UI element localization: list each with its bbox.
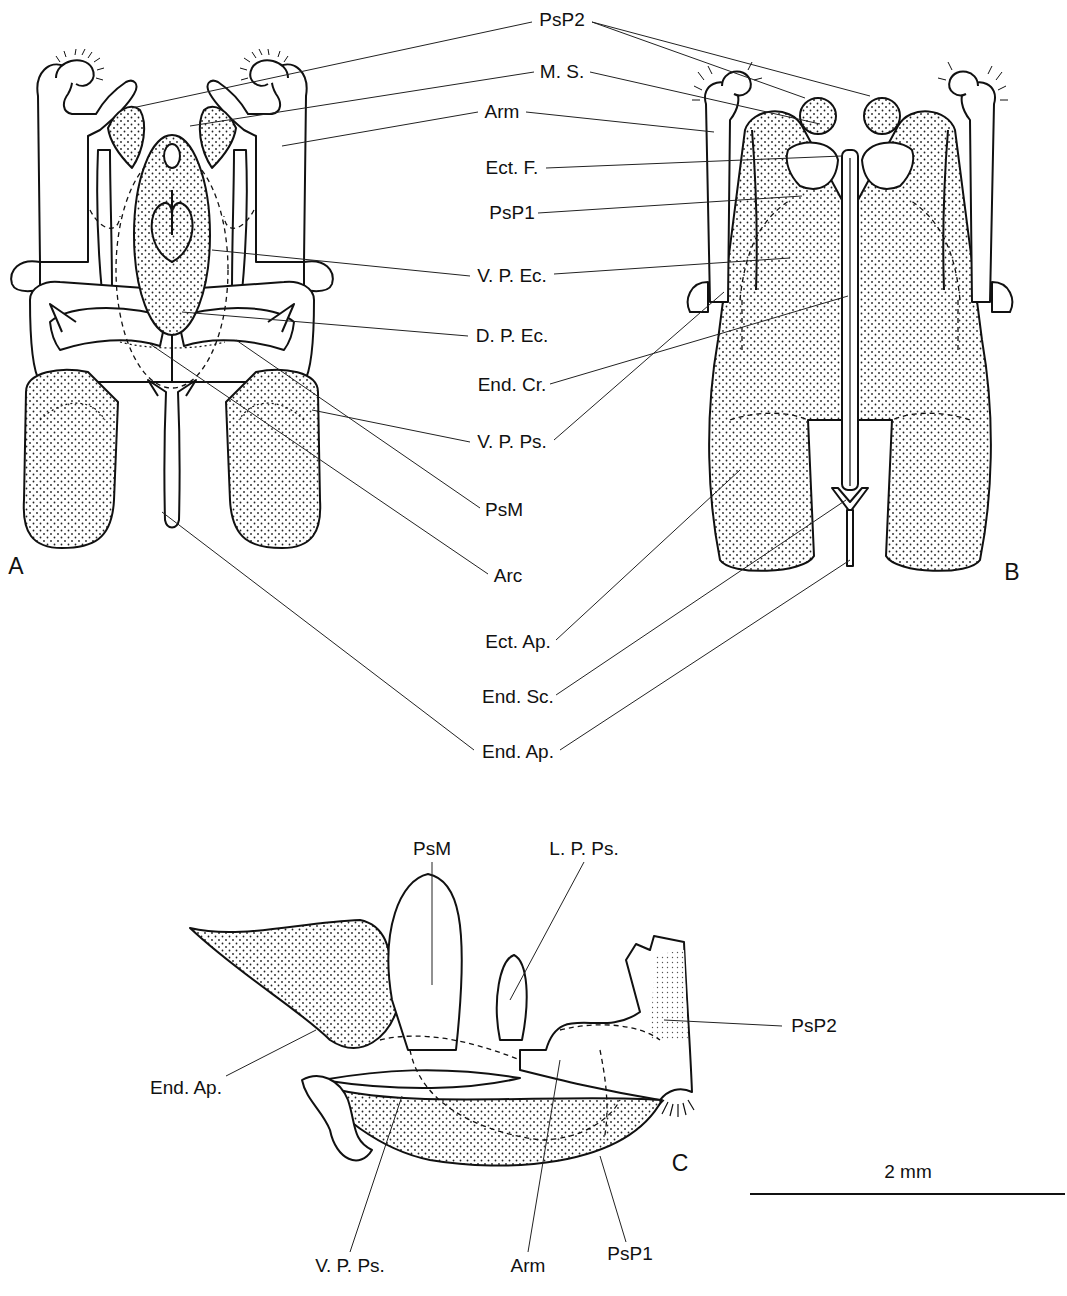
part-label: V. P. Ps. bbox=[475, 431, 549, 453]
leader-line bbox=[226, 1030, 316, 1076]
leader-line bbox=[510, 862, 584, 1000]
panel-c bbox=[190, 874, 694, 1166]
leader-line bbox=[432, 862, 433, 985]
part-label: V. P. Ps. bbox=[313, 1255, 387, 1277]
part-label: Arm bbox=[509, 1255, 548, 1277]
hook bbox=[722, 71, 751, 95]
leader-line bbox=[350, 1096, 402, 1252]
lateral-knob bbox=[11, 261, 40, 291]
lobe-dots bbox=[40, 403, 105, 420]
leader-line bbox=[546, 156, 842, 168]
endophallus-apodeme bbox=[302, 1076, 372, 1160]
penis-valve-lobe bbox=[24, 370, 118, 548]
panel-b-half bbox=[688, 62, 844, 571]
endophallus-apodeme bbox=[847, 510, 853, 566]
part-label: 2 mm bbox=[882, 1161, 934, 1183]
arm-body bbox=[520, 936, 692, 1100]
part-label: M. S. bbox=[538, 61, 586, 83]
leader-lines bbox=[132, 22, 870, 1252]
endophallus-apodeme bbox=[148, 380, 196, 528]
part-label: End. Ap. bbox=[148, 1077, 224, 1099]
leader-line bbox=[556, 470, 740, 640]
part-label: PsP2 bbox=[789, 1015, 838, 1037]
dashed-contour bbox=[90, 210, 120, 228]
part-label: PsM bbox=[411, 838, 453, 860]
part-label: PsM bbox=[483, 499, 525, 521]
dorsal-stippled bbox=[190, 920, 400, 1048]
leader-line bbox=[528, 1060, 560, 1252]
lateral-knob bbox=[688, 282, 708, 312]
panel-b bbox=[688, 62, 1013, 571]
leader-line bbox=[182, 312, 468, 336]
leader-line bbox=[150, 344, 488, 574]
panel-letter: C bbox=[670, 1150, 691, 1176]
part-label: V. P. Ec. bbox=[475, 265, 549, 287]
panel-a bbox=[11, 49, 333, 548]
part-label: End. Ap. bbox=[480, 741, 556, 763]
hidden-contours bbox=[380, 1025, 660, 1140]
gonostylus-hook bbox=[56, 60, 94, 86]
part-label: L. P. Ps. bbox=[547, 838, 620, 860]
part-label: End. Cr. bbox=[476, 374, 549, 396]
endophallus-crest bbox=[842, 150, 858, 490]
leader-line bbox=[312, 292, 724, 442]
part-label: Ect. Ap. bbox=[483, 631, 552, 653]
part-label: Arm bbox=[483, 101, 522, 123]
leader-line bbox=[132, 22, 870, 108]
part-label: D. P. Ec. bbox=[474, 325, 551, 347]
lobe-dashed bbox=[730, 200, 808, 420]
slit bbox=[171, 190, 173, 235]
psm-lobe bbox=[388, 874, 461, 1050]
inner-bar bbox=[752, 130, 757, 290]
hairs bbox=[56, 49, 104, 80]
crest-line bbox=[849, 158, 850, 486]
membranous-sclerite bbox=[800, 98, 836, 134]
part-label: Ect. F. bbox=[484, 157, 541, 179]
dorsal-ectophallus bbox=[134, 135, 210, 335]
panel-letter: B bbox=[1002, 559, 1021, 585]
inner-bar bbox=[97, 150, 112, 292]
penis-process bbox=[787, 143, 838, 189]
psp2-stipple bbox=[650, 950, 688, 1040]
leader-line bbox=[600, 1156, 626, 1242]
outer-arm bbox=[705, 82, 738, 302]
leader-line bbox=[538, 196, 802, 213]
part-label: End. Sc. bbox=[480, 686, 556, 708]
endophallus-sclerite bbox=[832, 488, 868, 512]
part-label: PsP1 bbox=[605, 1243, 654, 1265]
membranous-sclerite bbox=[108, 107, 144, 168]
leader-line bbox=[556, 500, 846, 695]
arc-dotted bbox=[120, 342, 225, 348]
panel-b-mirror bbox=[856, 62, 1012, 571]
leader-line bbox=[162, 512, 850, 750]
leader-line bbox=[236, 340, 480, 508]
psm-horn bbox=[50, 304, 76, 332]
gonocoxite bbox=[37, 64, 136, 262]
apical-knob bbox=[164, 144, 180, 168]
part-label: PsP1 bbox=[487, 202, 536, 224]
part-label: PsP2 bbox=[537, 9, 586, 31]
panel-letter: A bbox=[6, 553, 25, 579]
part-label: Arc bbox=[492, 565, 525, 587]
hairs bbox=[692, 62, 762, 100]
scale-bar bbox=[750, 1193, 1065, 1195]
leader-line bbox=[550, 296, 848, 384]
leader-line bbox=[664, 1020, 782, 1026]
leader-line bbox=[190, 72, 820, 126]
